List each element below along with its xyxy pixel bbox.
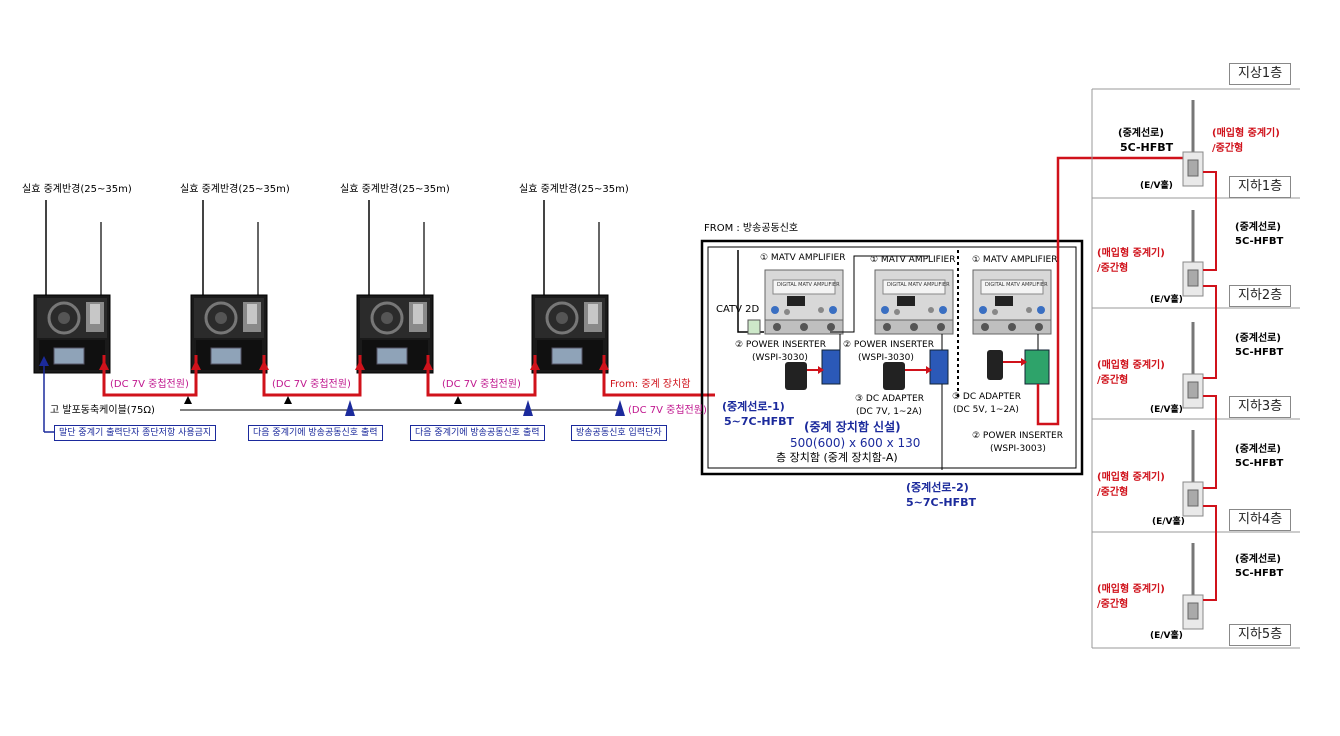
amp-panel-1: DIGITAL MATV AMPLIFIER — [777, 282, 840, 288]
floor-label-g1: 지상1층 — [1229, 63, 1292, 85]
g1-ev: (E/V홀) — [1140, 181, 1173, 191]
pi-model-1: (WSPI-3030) — [752, 353, 808, 363]
dc-adapter-2 — [883, 362, 905, 390]
cabinet-outer-frame — [700, 239, 1084, 476]
dc-spec-2: (DC 5V, 1~2A) — [953, 405, 1019, 415]
b3-embedded-b: /중간형 — [1097, 487, 1129, 498]
power-inserter-3 — [1024, 349, 1050, 385]
repeater-caption-1: 실효 중계반경(25~35m) — [22, 184, 132, 195]
line2-title: (중계선로-2) — [906, 481, 969, 494]
b2-embedded-b: /중간형 — [1097, 375, 1129, 386]
matv-amplifier-3 — [972, 269, 1052, 335]
b1-ev: (E/V홀) — [1150, 295, 1183, 305]
b3-embedded-a: (매입형 중계기) — [1097, 472, 1165, 483]
dc-adapter-3 — [987, 350, 1003, 380]
b2-relay-line: (중계선로) — [1235, 333, 1281, 344]
terminal-note-box: 말단 중계기 출력단자 종단저항 사용금지 — [54, 425, 217, 441]
b3-ev: (E/V홀) — [1152, 517, 1185, 527]
next-repeater-box-1: 다음 중계기에 방송공동신호 출력 — [248, 425, 383, 441]
repeater-3 — [355, 198, 435, 375]
repeater-caption-4: 실효 중계반경(25~35m) — [519, 184, 629, 195]
riser-cable — [1203, 171, 1217, 601]
cable-label: 고 발포동축케이블(75Ω) — [50, 405, 155, 416]
b4-ev: (E/V홀) — [1150, 631, 1183, 641]
b1-embedded-b: /중간형 — [1097, 263, 1129, 274]
dc-label-4: (DC 7V 중첩전원) — [628, 405, 707, 416]
coax-link-3 — [426, 355, 537, 397]
dc-adapter-label-2: ③ DC ADAPTER — [952, 392, 1021, 402]
g1-relay-line: (중계선로) — [1118, 128, 1164, 139]
building — [1091, 88, 1300, 649]
amp-panel-3: DIGITAL MATV AMPLIFIER — [985, 282, 1048, 288]
wall-repeater-b2 — [1181, 320, 1205, 410]
matv-amplifier-1 — [764, 269, 844, 335]
line2-spec: 5~7C-HFBT — [906, 496, 977, 509]
coax-link-1 — [102, 355, 198, 397]
amp-label-2: ① MATV AMPLIFIER — [870, 255, 956, 265]
input-terminal-box: 방송공동신호 입력단자 — [571, 425, 667, 441]
power-inserter-label-1: ② POWER INSERTER — [735, 340, 826, 350]
repeater-1 — [32, 198, 112, 375]
g1-embedded-b: /중간형 — [1212, 143, 1244, 154]
amp-label-1: ① MATV AMPLIFIER — [760, 253, 846, 263]
repeater-caption-2: 실효 중계반경(25~35m) — [180, 184, 290, 195]
catv-label: CATV 2D — [716, 304, 760, 315]
b4-relay-line: (중계선로) — [1235, 554, 1281, 565]
from-relay-label: From: 중계 장치함 — [610, 379, 691, 390]
cabinet-dims: 500(600) x 600 x 130 — [790, 436, 921, 450]
wall-repeater-g1 — [1181, 98, 1205, 188]
b2-ev: (E/V홀) — [1150, 405, 1183, 415]
dc-spec-1: (DC 7V, 1~2A) — [856, 407, 922, 417]
power-inserter-label-2: ② POWER INSERTER — [843, 340, 934, 350]
b1-embedded-a: (매입형 중계기) — [1097, 248, 1165, 259]
line1-title: (중계선로-1) — [722, 400, 785, 413]
repeater-2 — [189, 198, 269, 375]
matv-amplifier-2 — [874, 269, 954, 335]
dc-adapter-label-1: ③ DC ADAPTER — [855, 394, 924, 404]
wall-repeater-b1 — [1181, 208, 1205, 298]
b1-relay-line: (중계선로) — [1235, 222, 1281, 233]
riser-feed — [1036, 156, 1186, 426]
cabinet-name: 층 장치함 (중계 장치함-A) — [776, 451, 898, 464]
wall-repeater-b4 — [1181, 541, 1205, 631]
b2-cable: 5C-HFBT — [1235, 347, 1284, 358]
cabinet-new-title: (중계 장치함 신설) — [804, 420, 901, 434]
b4-embedded-a: (매입형 중계기) — [1097, 584, 1165, 595]
wall-repeater-b3 — [1181, 428, 1205, 518]
floor-label-b5: 지하5층 — [1229, 624, 1292, 646]
floor-label-b4: 지하4층 — [1229, 509, 1292, 531]
b4-cable: 5C-HFBT — [1235, 568, 1284, 579]
pi-model-2: (WSPI-3030) — [858, 353, 914, 363]
dc-label-2: (DC 7V 중첩전원) — [272, 379, 351, 390]
floor-label-b2: 지하2층 — [1229, 285, 1292, 307]
pi-model-3: (WSPI-3003) — [990, 444, 1046, 454]
power-inserter-2 — [929, 349, 949, 385]
g1-embedded-a: (매입형 중계기) — [1212, 128, 1280, 139]
amp-panel-2: DIGITAL MATV AMPLIFIER — [887, 282, 950, 288]
power-inserter-1 — [821, 349, 841, 385]
dc-label-1: (DC 7V 중첩전원) — [110, 379, 189, 390]
b1-cable: 5C-HFBT — [1235, 236, 1284, 247]
g1-cable: 5C-HFBT — [1120, 141, 1174, 154]
next-repeater-box-2: 다음 중계기에 방송공동신호 출력 — [410, 425, 545, 441]
power-inserter-label-3: ② POWER INSERTER — [972, 431, 1063, 441]
b2-embedded-a: (매입형 중계기) — [1097, 360, 1165, 371]
floor-label-b1: 지하1층 — [1229, 176, 1292, 198]
from-broadcast-label: FROM : 방송공동신호 — [704, 223, 799, 234]
repeater-4 — [530, 198, 610, 375]
b4-embedded-b: /중간형 — [1097, 599, 1129, 610]
coax-link-2 — [262, 355, 362, 397]
floor-label-b3: 지하3층 — [1229, 396, 1292, 418]
dc-label-3: (DC 7V 중첩전원) — [442, 379, 521, 390]
b3-relay-line: (중계선로) — [1235, 444, 1281, 455]
b3-cable: 5C-HFBT — [1235, 458, 1284, 469]
amp-label-3: ① MATV AMPLIFIER — [972, 255, 1058, 265]
line1-spec: 5~7C-HFBT — [724, 415, 795, 428]
dc-adapter-1 — [785, 362, 807, 390]
repeater-caption-3: 실효 중계반경(25~35m) — [340, 184, 450, 195]
